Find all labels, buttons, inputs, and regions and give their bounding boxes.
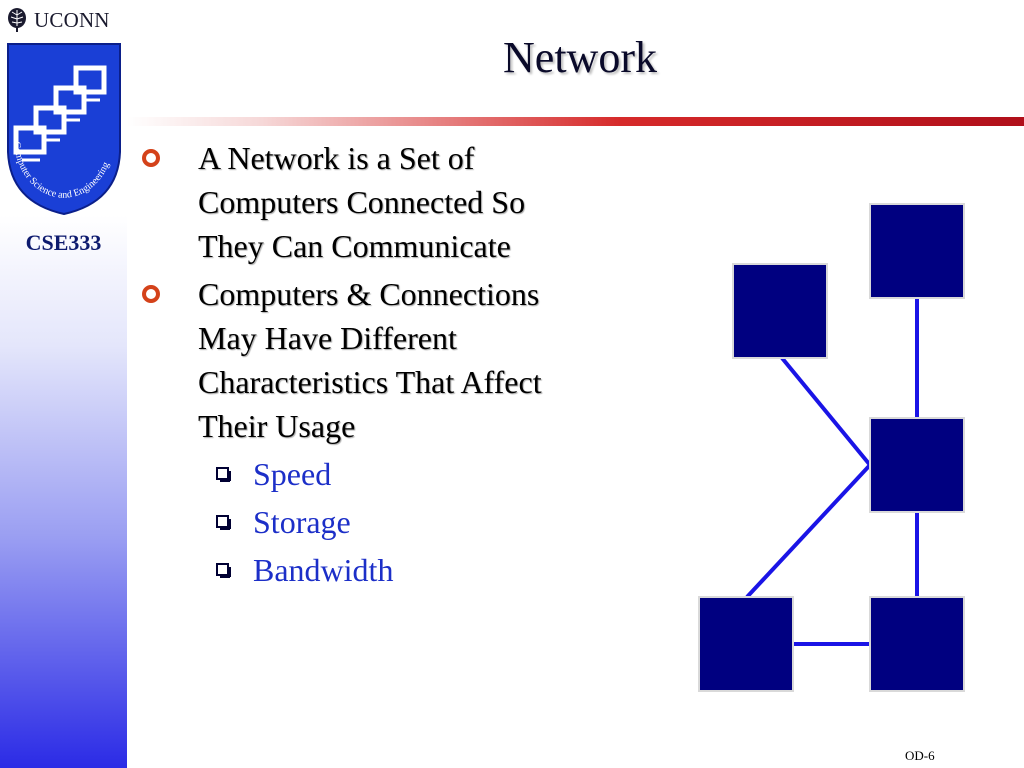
oak-leaf-icon [8, 8, 26, 32]
sub-bullet-text: Speed [253, 456, 332, 492]
bullet-line: Characteristics That Affect [198, 364, 542, 400]
bullet-square-icon [216, 515, 231, 530]
uconn-branding: UCONN [4, 7, 110, 33]
sub-bullet-item: Speed [140, 452, 640, 500]
bullet-line: Computers Connected So [198, 184, 526, 220]
network-link [745, 463, 872, 599]
cse-department-logo: Computer Science and Engineering [7, 43, 121, 216]
network-link [780, 356, 872, 467]
computer-node [869, 203, 965, 299]
bullet-list: A Network is a Set of Computers Connecte… [140, 136, 640, 596]
bullet-square-icon [216, 563, 231, 578]
computer-node [869, 596, 965, 692]
bullet-line: They Can Communicate [198, 228, 511, 264]
bullet-line: May Have Different [198, 320, 457, 356]
sidebar: UCONN Computer Science and Engineering C… [0, 0, 127, 768]
bullet-item: Computers & Connections May Have Differe… [140, 272, 640, 448]
title-rule [127, 117, 1024, 126]
university-name: UCONN [34, 7, 110, 32]
bullet-circle-icon [142, 149, 160, 167]
sub-bullet-text: Bandwidth [253, 552, 394, 588]
bullet-line: Their Usage [198, 408, 356, 444]
computer-node [869, 417, 965, 513]
sub-bullet-item: Bandwidth [140, 548, 640, 596]
course-code: CSE333 [25, 230, 102, 255]
bullet-line: Computers & Connections [198, 276, 540, 312]
bullet-item: A Network is a Set of Computers Connecte… [140, 136, 640, 268]
sub-bullet-item: Storage [140, 500, 640, 548]
network-diagram [698, 203, 965, 692]
computer-node [732, 263, 828, 359]
bullet-circle-icon [142, 285, 160, 303]
bullet-line: A Network is a Set of [198, 140, 475, 176]
sub-bullet-text: Storage [253, 504, 351, 540]
page-number: OD-6 [905, 748, 935, 763]
slide-title: Network [503, 33, 657, 82]
bullet-square-icon [216, 467, 231, 482]
computer-node [698, 596, 794, 692]
